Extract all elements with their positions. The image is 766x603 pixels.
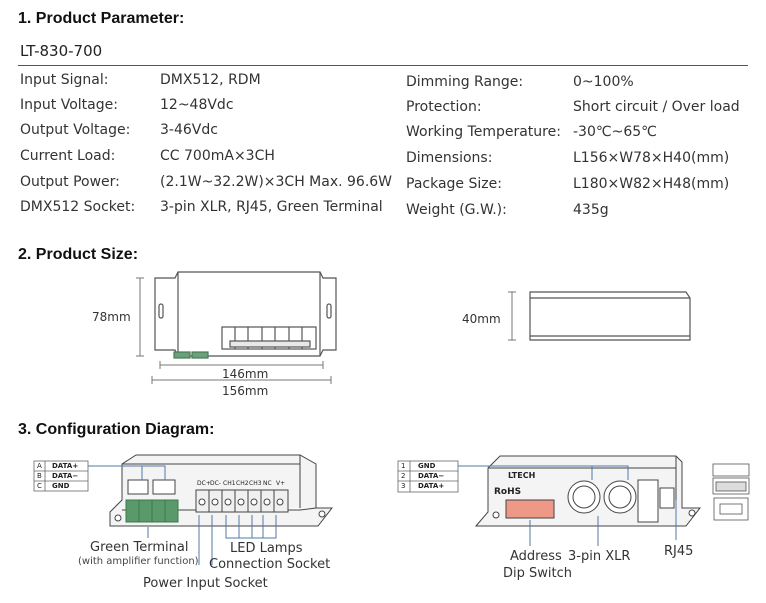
height-dimension-label: 78mm — [92, 310, 131, 324]
left-pin-table — [33, 460, 89, 492]
pin-signal: GND — [418, 462, 436, 470]
param-label: DMX512 Socket: — [20, 199, 136, 215]
param-value: L180×W82×H48(mm) — [573, 176, 730, 192]
callout-led-lamps-sub: Connection Socket — [209, 557, 331, 572]
terminal-label: V+ — [276, 480, 286, 487]
left-connector-arrows — [88, 465, 277, 565]
brand-logo: LTECH — [508, 471, 536, 480]
rj45-detail-drawing — [712, 463, 750, 521]
param-label: Input Voltage: — [20, 97, 118, 113]
pin-signal: DATA+ — [418, 482, 445, 490]
param-value: Short circuit / Over load — [573, 99, 740, 115]
right-pin-table — [397, 460, 459, 493]
terminal-label: CH2 — [236, 480, 249, 487]
callout-power-input: Power Input Socket — [143, 576, 268, 591]
callout-address: Address — [510, 549, 562, 564]
outer-length-label: 156mm — [222, 384, 269, 398]
terminal-label: DC- — [210, 480, 221, 487]
param-value: 3-pin XLR, RJ45, Green Terminal — [160, 199, 383, 215]
top-view-outline — [136, 271, 337, 359]
param-label: Input Signal: — [20, 72, 109, 88]
callout-green-terminal: Green Terminal — [90, 540, 189, 555]
pin-id: A — [37, 462, 42, 470]
callout-rj45: RJ45 — [664, 544, 694, 559]
param-value: 0~100% — [573, 74, 634, 90]
callout-dip-switch: Dip Switch — [503, 566, 572, 581]
param-label: Protection: — [406, 99, 482, 115]
pin-id: B — [37, 472, 42, 480]
model-number: LT-830-700 — [20, 42, 103, 60]
pin-id: C — [37, 482, 42, 490]
terminal-label: DC+ — [197, 480, 211, 487]
pin-id: 2 — [401, 472, 406, 480]
section-title-size: 2. Product Size: — [18, 246, 139, 263]
inner-length-label: 146mm — [222, 367, 269, 381]
callout-led-lamps: LED Lamps — [230, 541, 303, 556]
param-label: Weight (G.W.): — [406, 202, 507, 218]
section-title-parameter: 1. Product Parameter: — [18, 10, 185, 27]
param-label: Dimming Range: — [406, 74, 524, 90]
side-height-label: 40mm — [462, 312, 501, 326]
param-label: Current Load: — [20, 148, 116, 164]
param-value: DMX512, RDM — [160, 72, 261, 88]
param-label: Package Size: — [406, 176, 502, 192]
param-value: -30℃~65℃ — [573, 124, 657, 140]
header-rule — [18, 65, 748, 66]
right-connector-arrows — [458, 465, 677, 546]
pin-id: 1 — [401, 462, 406, 470]
pin-signal: DATA− — [52, 472, 79, 480]
param-label: Output Power: — [20, 174, 120, 190]
param-value: L156×W78×H40(mm) — [573, 150, 730, 166]
pin-signal: DATA− — [418, 472, 445, 480]
param-label: Working Temperature: — [406, 124, 561, 140]
section-title-config: 3. Configuration Diagram: — [18, 421, 215, 438]
callout-xlr: 3-pin XLR — [568, 549, 631, 564]
pin-signal: GND — [52, 482, 70, 490]
top-view-dimensions — [151, 361, 332, 384]
param-label: Dimensions: — [406, 150, 493, 166]
rohs-mark: RoHS — [494, 487, 522, 497]
param-value: (2.1W~32.2W)×3CH Max. 96.6W — [160, 174, 393, 190]
param-value: CC 700mA×3CH — [160, 148, 275, 164]
param-value: 3-46Vdc — [160, 122, 218, 138]
side-view-outline — [508, 291, 691, 341]
pin-signal: DATA+ — [52, 462, 79, 470]
terminal-label: CH3 — [249, 480, 262, 487]
callout-green-terminal-sub: (with amplifier function) — [78, 556, 199, 567]
terminal-label: NC — [263, 480, 272, 487]
terminal-label: CH1 — [223, 480, 236, 487]
param-value: 12~48Vdc — [160, 97, 234, 113]
pin-id: 3 — [401, 482, 406, 490]
right-device-drawing — [474, 455, 702, 527]
param-value: 435g — [573, 202, 609, 218]
param-label: Output Voltage: — [20, 122, 131, 138]
